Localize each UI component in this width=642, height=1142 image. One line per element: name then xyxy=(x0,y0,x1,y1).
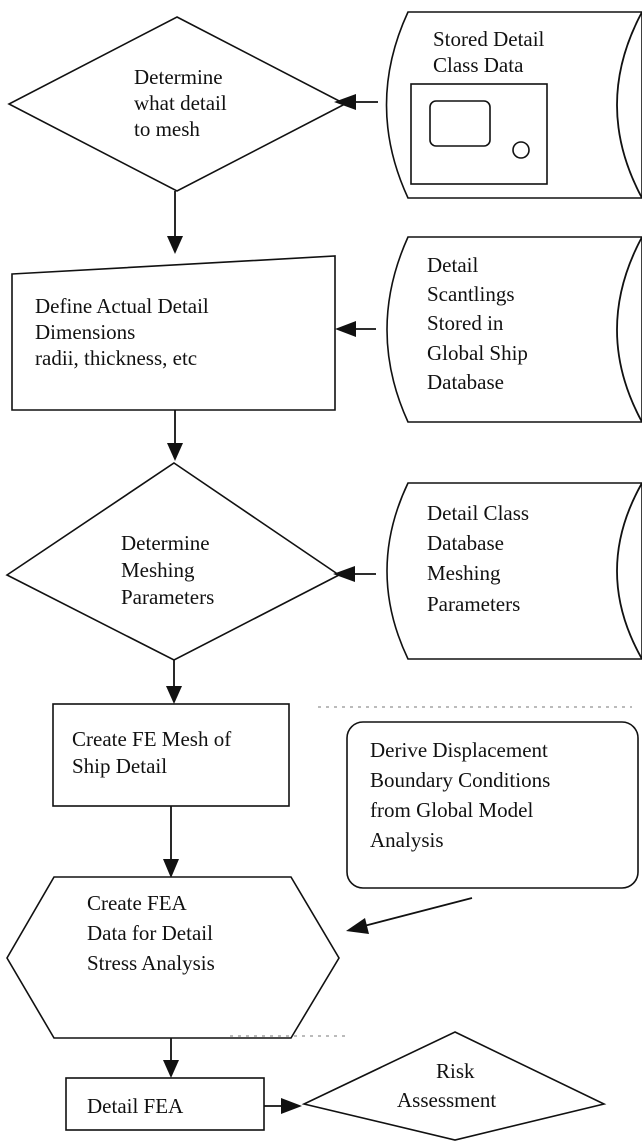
define-dimensions-line-1: Define Actual Detail xyxy=(35,294,209,318)
detail-scantlings-line-5: Database xyxy=(427,370,504,394)
determine-meshing-line-1: Determine xyxy=(121,531,210,555)
detail-scantlings-line-2: Scantlings xyxy=(427,282,515,306)
arrowhead-derive-bc-to-create-fea-data xyxy=(346,918,369,934)
detail-class-database-storage xyxy=(386,482,642,660)
detail-scantlings-line-4: Global Ship xyxy=(427,341,528,365)
define-dimensions-box xyxy=(11,255,336,411)
determine-detail-decision xyxy=(7,16,347,192)
arrowhead-determine-meshing-to-create-mesh xyxy=(166,686,182,704)
risk-assessment-decision xyxy=(301,1031,607,1141)
create-fea-data-line-1: Create FEA xyxy=(87,891,188,915)
define-dimensions-line-2: Dimensions xyxy=(35,320,135,344)
determine-detail-line-2: what detail xyxy=(134,91,227,115)
create-mesh-line-1: Create FE Mesh of xyxy=(72,727,231,751)
derive-bc-line-4: Analysis xyxy=(370,828,444,852)
create-fea-data-preparation xyxy=(6,876,340,1039)
derive-boundary-conditions-box xyxy=(346,721,639,889)
arrow-derive-bc-to-create-fea-data xyxy=(363,897,473,927)
risk-assessment-line-2: Assessment xyxy=(397,1088,496,1112)
arrowhead-detail-fea-to-risk xyxy=(281,1098,302,1114)
determine-meshing-line-2: Meshing xyxy=(121,558,195,582)
arrowhead-create-fea-data-to-detail-fea xyxy=(163,1060,179,1078)
create-mesh-box xyxy=(52,703,290,807)
risk-assessment-line-1: Risk xyxy=(436,1059,475,1083)
define-dimensions-line-3: radii, thickness, etc xyxy=(35,346,197,370)
detail-class-db-line-4: Parameters xyxy=(427,592,520,616)
arrowhead-determine-detail-to-define-dimensions xyxy=(167,236,183,254)
create-mesh-line-2: Ship Detail xyxy=(72,754,167,778)
determine-meshing-line-3: Parameters xyxy=(121,585,214,609)
derive-bc-line-3: from Global Model xyxy=(370,798,533,822)
stored-detail-class-data-storage xyxy=(385,11,642,199)
detail-scantlings-storage xyxy=(386,236,642,423)
arrowhead-define-dimensions-to-determine-meshing xyxy=(167,443,183,461)
detail-fea-box xyxy=(65,1077,265,1131)
arrowhead-class-db-to-determine-meshing xyxy=(333,566,355,582)
arrowhead-stored-class-to-determine-detail xyxy=(334,94,356,110)
arrowhead-scantlings-to-define-dimensions xyxy=(335,321,356,337)
detail-class-db-line-1: Detail Class xyxy=(427,501,529,525)
create-fea-data-line-3: Stress Analysis xyxy=(87,951,215,975)
derive-bc-line-2: Boundary Conditions xyxy=(370,768,550,792)
detail-scantlings-line-3: Stored in xyxy=(427,311,504,335)
arrowhead-create-mesh-to-create-fea-data xyxy=(163,859,179,878)
detail-fea-line-1: Detail FEA xyxy=(87,1094,184,1118)
create-fea-data-line-2: Data for Detail xyxy=(87,921,213,945)
detail-scantlings-line-1: Detail xyxy=(427,253,478,277)
derive-bc-line-1: Derive Displacement xyxy=(370,738,548,762)
stored-detail-class-data-line-2: Class Data xyxy=(433,53,524,77)
stored-detail-class-data-line-1: Stored Detail xyxy=(433,27,545,51)
determine-detail-line-1: Determine xyxy=(134,65,223,89)
detail-class-db-line-2: Database xyxy=(427,531,504,555)
determine-detail-line-3: to mesh xyxy=(134,117,200,141)
detail-class-db-line-3: Meshing xyxy=(427,561,501,585)
